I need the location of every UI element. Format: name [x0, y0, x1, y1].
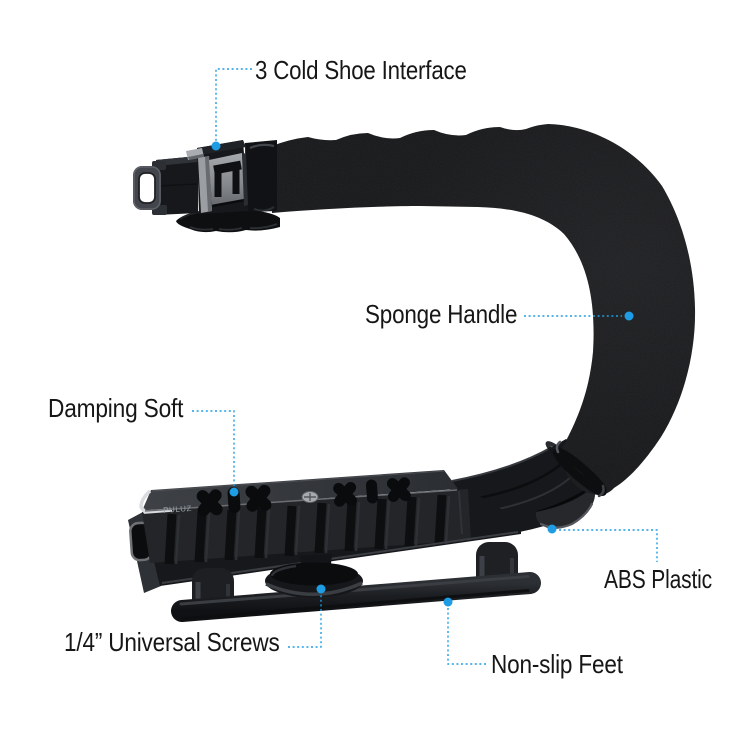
cold-shoe-mount-assembly: [133, 140, 280, 233]
dot-universal-screws: [316, 584, 326, 594]
dot-cold-shoe: [211, 141, 221, 151]
callout-label-non-slip-feet: Non-slip Feet: [491, 649, 623, 679]
rail-ribs: [164, 494, 447, 565]
damping-pad-right: [333, 477, 411, 507]
leader-cold-shoe: [215, 68, 252, 141]
strap-loop: [133, 161, 167, 215]
leader-universal-screws: [288, 595, 322, 648]
leader-damping-soft: [192, 410, 235, 486]
dot-sponge-handle: [624, 311, 634, 321]
dot-damping-soft: [229, 487, 239, 497]
callout-label-abs-plastic: ABS Plastic: [604, 564, 712, 594]
callout-dots: [211, 141, 634, 607]
handle-end-cap: [245, 140, 277, 212]
clamp-arm: [156, 156, 198, 215]
callout-label-sponge-handle: Sponge Handle: [365, 299, 518, 329]
callout-label-universal-screws: 1/4” Universal Screws: [64, 627, 280, 657]
leader-abs-plastic: [559, 529, 658, 562]
shoe-block: [186, 140, 248, 214]
dot-abs-plastic: [547, 524, 557, 534]
leader-non-slip-feet: [447, 608, 486, 665]
brand-text: PULUZ: [163, 504, 192, 515]
damping-pad-left: [196, 484, 272, 517]
plate-screw: [301, 491, 319, 503]
callout-leaders: [192, 68, 658, 665]
callout-label-damping-soft: Damping Soft: [48, 393, 184, 423]
quick-release-plate: PULUZ: [139, 470, 458, 517]
base-rail: [128, 489, 521, 593]
silver-trim: [139, 489, 173, 514]
callout-label-cold-shoe: 3 Cold Shoe Interface: [255, 55, 467, 85]
quarter-screw-knob: [265, 554, 363, 598]
dot-non-slip-feet: [443, 597, 453, 607]
handle-collar-ring: [545, 440, 608, 498]
